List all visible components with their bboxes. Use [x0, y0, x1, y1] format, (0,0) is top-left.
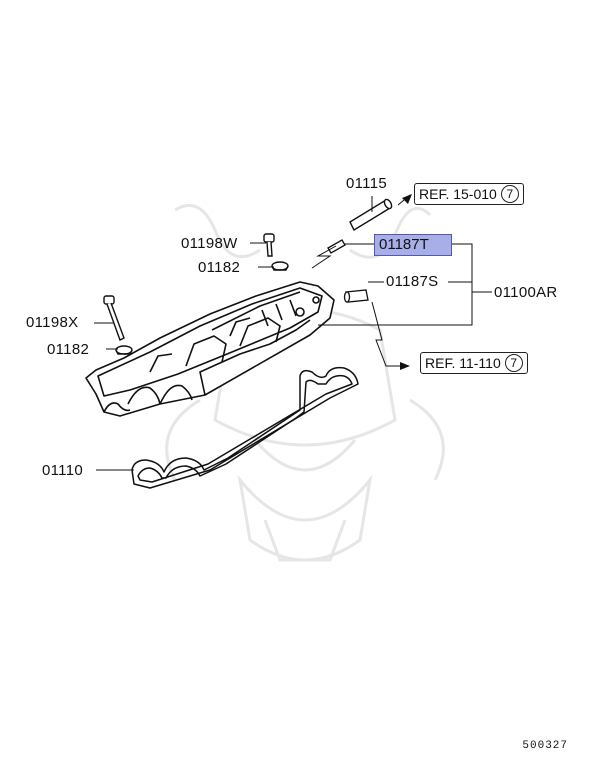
- bolt-01198W[interactable]: [263, 233, 275, 257]
- gasket[interactable]: [131, 366, 359, 489]
- valve-cover[interactable]: [85, 281, 335, 417]
- ref-circle-number: 7: [504, 354, 523, 373]
- hose-01115[interactable]: [349, 198, 393, 231]
- label-01182-top[interactable]: 01182: [198, 259, 241, 276]
- label-01100AR[interactable]: 01100AR: [494, 284, 558, 301]
- label-01198W[interactable]: 01198W: [181, 235, 238, 252]
- label-01110[interactable]: 01110: [42, 462, 83, 479]
- washer-01182-top[interactable]: [271, 261, 289, 271]
- label-01198X[interactable]: 01198X: [26, 314, 79, 331]
- label-01182-bottom[interactable]: 01182: [47, 341, 90, 358]
- ref-text: REF. 11-110: [425, 355, 501, 371]
- diagram-number: 500327: [522, 740, 568, 752]
- label-01115[interactable]: 01115: [346, 175, 387, 192]
- ref-text: REF. 15-010: [419, 186, 497, 202]
- bolt-01198X[interactable]: [103, 295, 125, 341]
- label-01187T-highlighted[interactable]: 01187T: [374, 234, 452, 256]
- washer-01182-bottom[interactable]: [115, 345, 133, 355]
- ref-circle-number: 7: [500, 185, 519, 204]
- sleeve-01187S[interactable]: [343, 289, 369, 303]
- label-01187S[interactable]: 01187S: [386, 273, 439, 290]
- arrow-icon: [400, 194, 412, 370]
- tube-01187T[interactable]: [327, 239, 346, 254]
